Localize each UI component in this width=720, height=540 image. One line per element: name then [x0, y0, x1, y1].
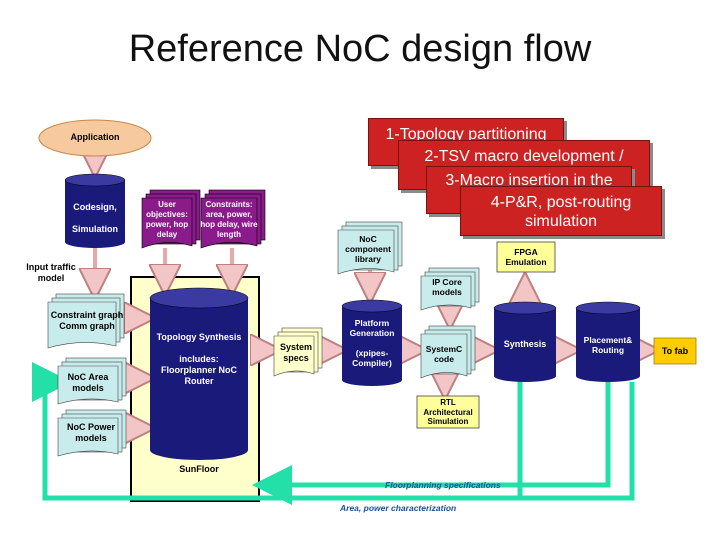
user-objectives-stack: [141, 189, 201, 249]
rtl-box: [416, 395, 480, 429]
noc-library-label: NoC component library: [345, 234, 391, 264]
area-power-edge-label: Area, power characterization: [340, 503, 457, 513]
rtl-label: RTL Architectural Simulation: [423, 398, 473, 426]
feedback-loops: [42, 379, 635, 501]
topology-cylinder: [149, 287, 249, 460]
system-specs-label: System specs: [279, 342, 313, 363]
constraint-graph-label: Constraint graph Comm graph: [50, 310, 124, 331]
fpga-label: FPGA Emulation: [505, 247, 547, 267]
application-label: Application: [70, 132, 120, 142]
noc-library-stack: [337, 221, 403, 275]
constraint-graph-stack: [47, 293, 125, 349]
input-traffic-label: Input traffic model: [26, 262, 76, 283]
codesign-label: Codesign, Simulation: [71, 202, 118, 234]
systemc-label: SystemC code: [425, 344, 463, 364]
application-oval: [38, 119, 152, 157]
noc-power-stack: [57, 409, 127, 457]
ip-core-stack: [420, 267, 480, 311]
sunfloor-label: SunFloor: [179, 464, 219, 474]
banner-4: 4-P&R, post-routing simulation: [460, 186, 662, 236]
synthesis-cylinder: [493, 301, 557, 382]
slide-title: Reference NoC design flow: [128, 28, 592, 70]
placement-label: Placement& Routing: [583, 335, 633, 355]
systemc-stack: [420, 325, 476, 379]
constraints-label: Constraints: area, power, hop delay, wir…: [200, 200, 258, 239]
ip-core-label: IP Core models: [432, 277, 462, 297]
flow-arrows: [95, 152, 652, 428]
codesign-cylinder: [64, 173, 126, 248]
placement-cylinder: [575, 301, 641, 382]
platform-label: Platform Generation (xpipes-Compiler): [349, 318, 395, 368]
user-objectives-label: User objectives: power, hop delay: [145, 200, 189, 239]
to-fab-label: To fab: [661, 346, 689, 356]
topology-label: Topology Synthesis includes: Floorplanne…: [156, 332, 242, 386]
platform-cylinder: [341, 299, 403, 386]
constraints-stack: [200, 189, 266, 249]
fpga-box: [496, 241, 556, 273]
floorplanning-feedback-line: [268, 380, 611, 488]
synthesis-label: Synthesis: [503, 339, 547, 349]
noc-area-stack: [57, 357, 127, 405]
floorplanning-edge-label: Floorplanning specifications: [385, 480, 501, 490]
area-power-feedback-line: [42, 379, 635, 501]
system-specs-stack: [273, 327, 323, 377]
to-fab-box: [653, 337, 697, 365]
noc-area-label: NoC Area models: [67, 372, 109, 393]
noc-power-label: NoC Power models: [66, 422, 115, 443]
